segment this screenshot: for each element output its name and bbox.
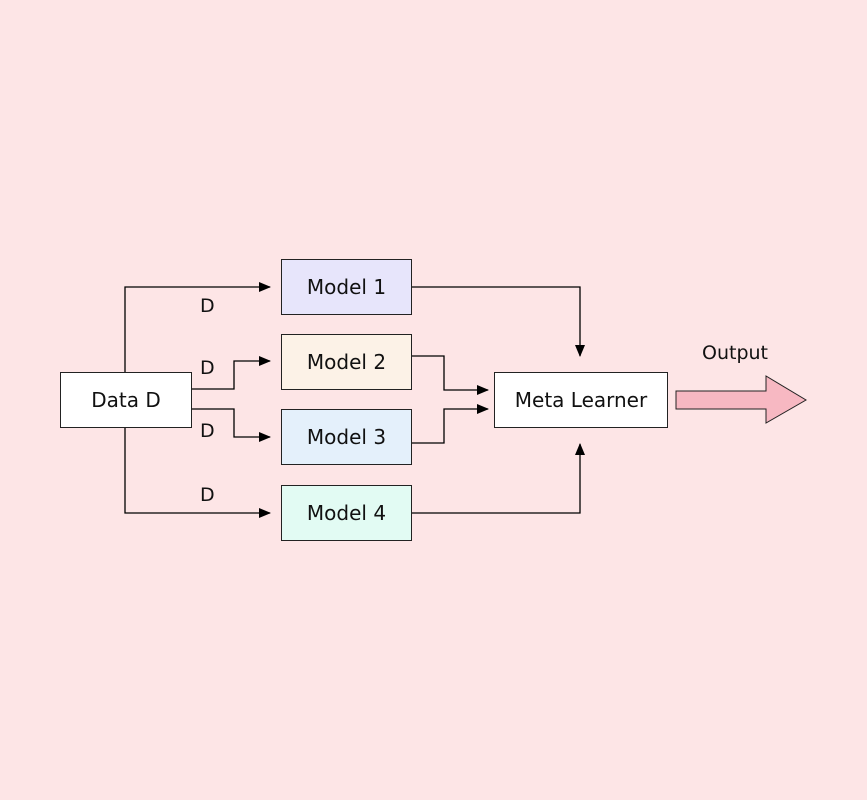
node-model-1: Model 1 — [281, 259, 412, 315]
edge-label-model2: D — [200, 357, 215, 379]
node-meta-learner-label: Meta Learner — [514, 388, 648, 412]
node-model-2: Model 2 — [281, 334, 412, 390]
edge-label-model3: D — [200, 420, 215, 442]
edge-data-to-model4 — [124, 428, 271, 518]
node-model-4: Model 4 — [281, 485, 412, 541]
edge-data-to-model1 — [124, 282, 271, 372]
node-data-d-label: Data D — [91, 388, 161, 412]
edge-data-to-model2 — [192, 356, 271, 390]
node-model-3-label: Model 3 — [306, 425, 387, 449]
edge-model1-to-meta — [412, 286, 585, 357]
edge-label-model1: D — [200, 295, 215, 317]
output-arrow — [675, 375, 807, 424]
node-model-3: Model 3 — [281, 409, 412, 465]
output-label: Output — [702, 342, 768, 364]
node-data-d: Data D — [60, 372, 192, 428]
node-model-1-label: Model 1 — [306, 275, 387, 299]
node-model-4-label: Model 4 — [306, 501, 387, 525]
edge-data-to-model3 — [192, 408, 271, 442]
node-model-2-label: Model 2 — [306, 350, 387, 374]
edge-model2-to-meta — [412, 355, 489, 395]
edge-model3-to-meta — [412, 404, 489, 444]
edge-model4-to-meta — [412, 443, 585, 514]
edge-label-model4: D — [200, 484, 215, 506]
node-meta-learner: Meta Learner — [494, 372, 668, 428]
